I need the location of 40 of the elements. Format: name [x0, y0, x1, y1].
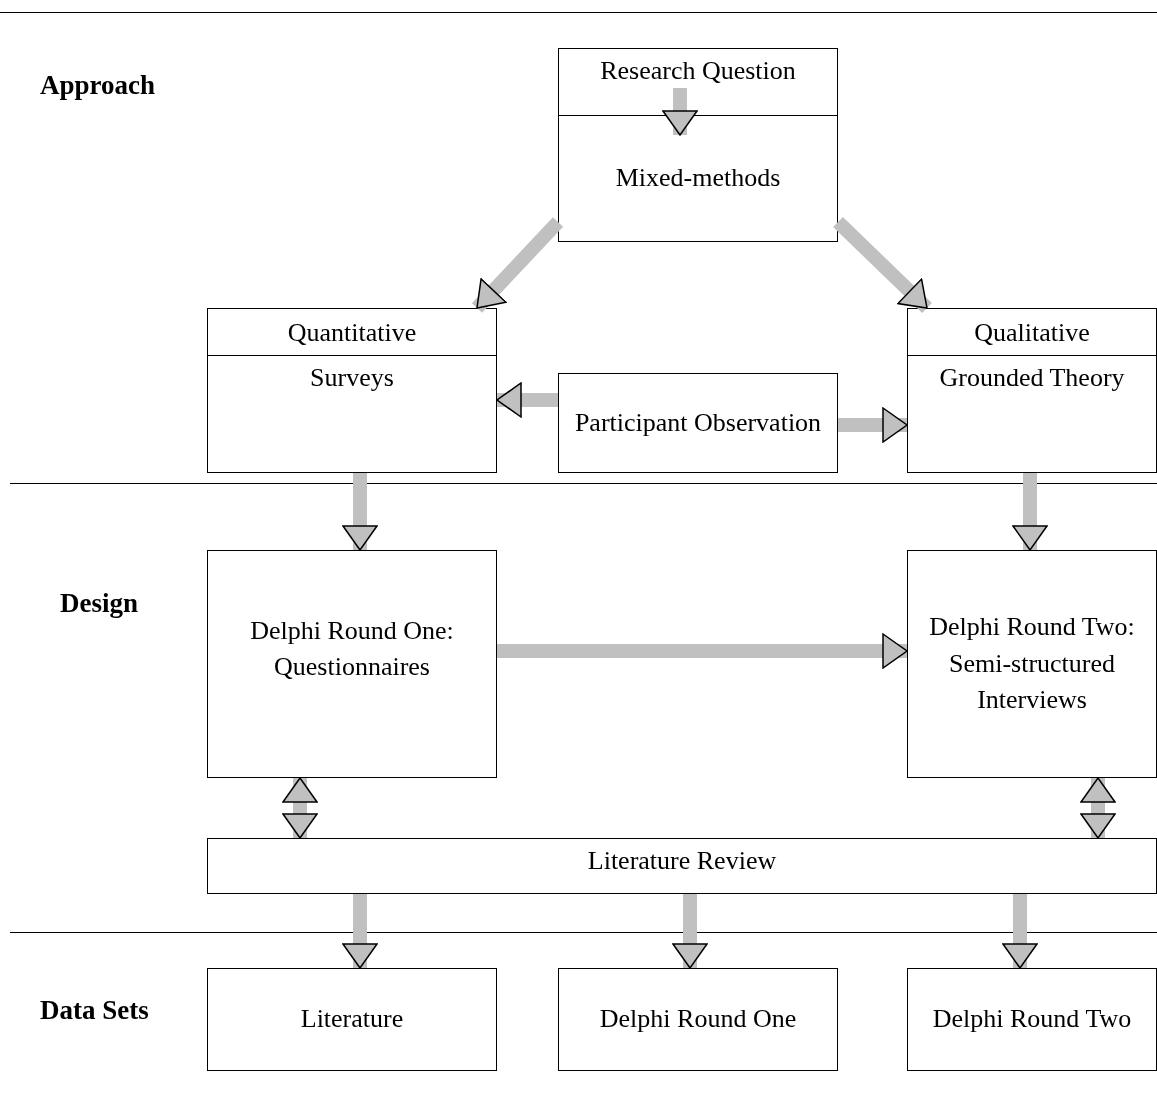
block-arrow: [282, 777, 318, 839]
block-arrow: [496, 382, 558, 418]
box-text: Delphi Round One: [599, 1003, 797, 1036]
box-text: Literature: [300, 1003, 404, 1036]
process-box: [207, 968, 497, 1071]
box-text: Literature Review: [587, 845, 777, 877]
process-box: [558, 968, 838, 1071]
process-box: [207, 550, 497, 778]
box-text: Research Question: [600, 55, 796, 87]
section-label: Data Sets: [40, 995, 149, 1026]
box-text: Mixed-methods: [615, 162, 781, 195]
block-arrow: [662, 88, 698, 136]
process-box: [558, 48, 838, 116]
box-text: Delphi Round One: Questionnaires: [249, 615, 455, 684]
process-box: [907, 550, 1157, 778]
process-box: [907, 308, 1157, 473]
box-text: Participant Observation: [574, 406, 822, 439]
block-arrow: [833, 216, 932, 314]
section-label: Approach: [40, 70, 156, 101]
block-arrow: [1002, 894, 1038, 969]
section-label: Design: [60, 588, 138, 619]
process-box: [907, 968, 1157, 1071]
block-arrow: [471, 217, 564, 313]
box-heading: Qualitative: [974, 317, 1090, 349]
block-arrow: [672, 894, 708, 969]
box-text: Delphi Round Two: [932, 1003, 1132, 1036]
box-text: Surveys: [310, 362, 394, 394]
box-text: Grounded Theory: [939, 362, 1125, 394]
block-arrow: [342, 894, 378, 969]
process-box: [207, 838, 1157, 894]
block-arrow: [1012, 473, 1048, 551]
box-text: Delphi Round Two: Semi-structured Interviews: [928, 611, 1136, 717]
process-box: [558, 373, 838, 473]
block-arrow: [342, 473, 378, 551]
block-arrow: [1080, 777, 1116, 839]
block-arrow: [838, 407, 908, 443]
process-box: [207, 308, 497, 473]
box-heading: Quantitative: [287, 317, 417, 349]
process-box: [558, 115, 838, 242]
block-arrow: [497, 633, 908, 669]
